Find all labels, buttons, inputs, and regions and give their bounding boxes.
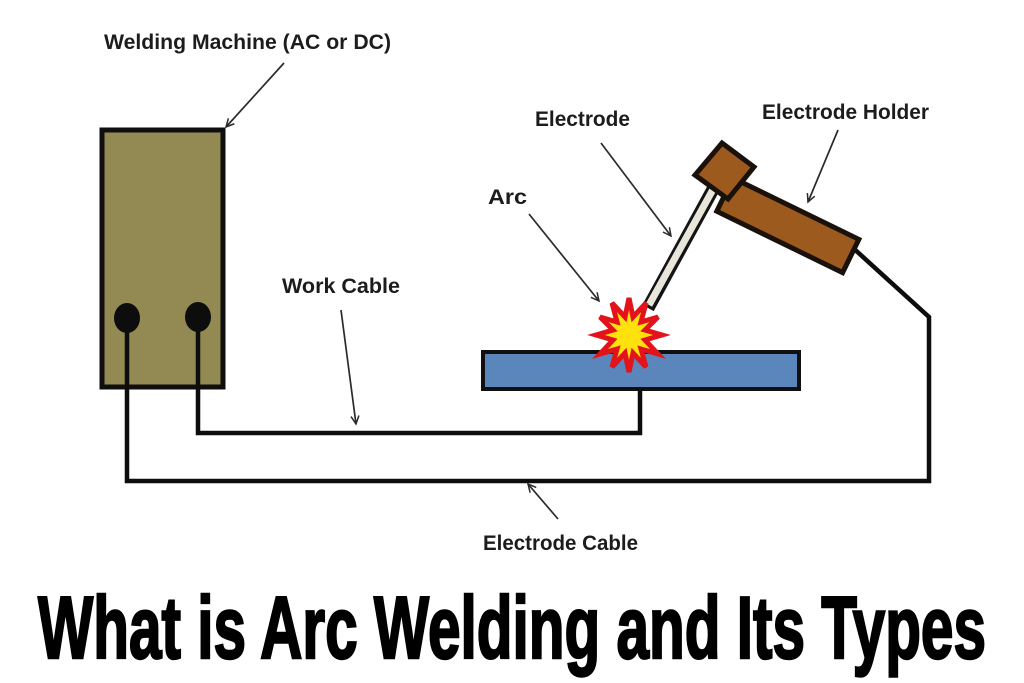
electrode-cable-arrow [526, 482, 559, 520]
arc-spark [587, 297, 671, 373]
electrode-holder-label: Electrode Holder [762, 101, 929, 124]
electrode-arrow [600, 142, 673, 238]
machine-terminal-right-knob [185, 302, 211, 332]
electrode-cable-line [124, 245, 932, 484]
holder-head [691, 139, 758, 203]
welding-machine-label: Welding Machine (AC or DC) [104, 31, 391, 54]
page-title: What is Arc Welding and Its Types [38, 578, 986, 677]
electrode-holder-arrow [806, 129, 839, 204]
work-cable-label: Work Cable [282, 275, 400, 298]
electrode-label: Electrode [535, 108, 630, 131]
machine-terminal-left-knob [114, 303, 140, 333]
electrode-cable-label: Electrode Cable [483, 532, 638, 555]
holder-handle [713, 174, 863, 276]
arc-label: Arc [488, 186, 527, 209]
arc-arrow [528, 213, 601, 303]
work-cable-arrow [340, 309, 360, 426]
work-cable-line [195, 320, 643, 436]
welding-machine-arrow [224, 62, 285, 129]
electrode-rod [645, 182, 720, 307]
welding-machine-body [99, 127, 226, 390]
